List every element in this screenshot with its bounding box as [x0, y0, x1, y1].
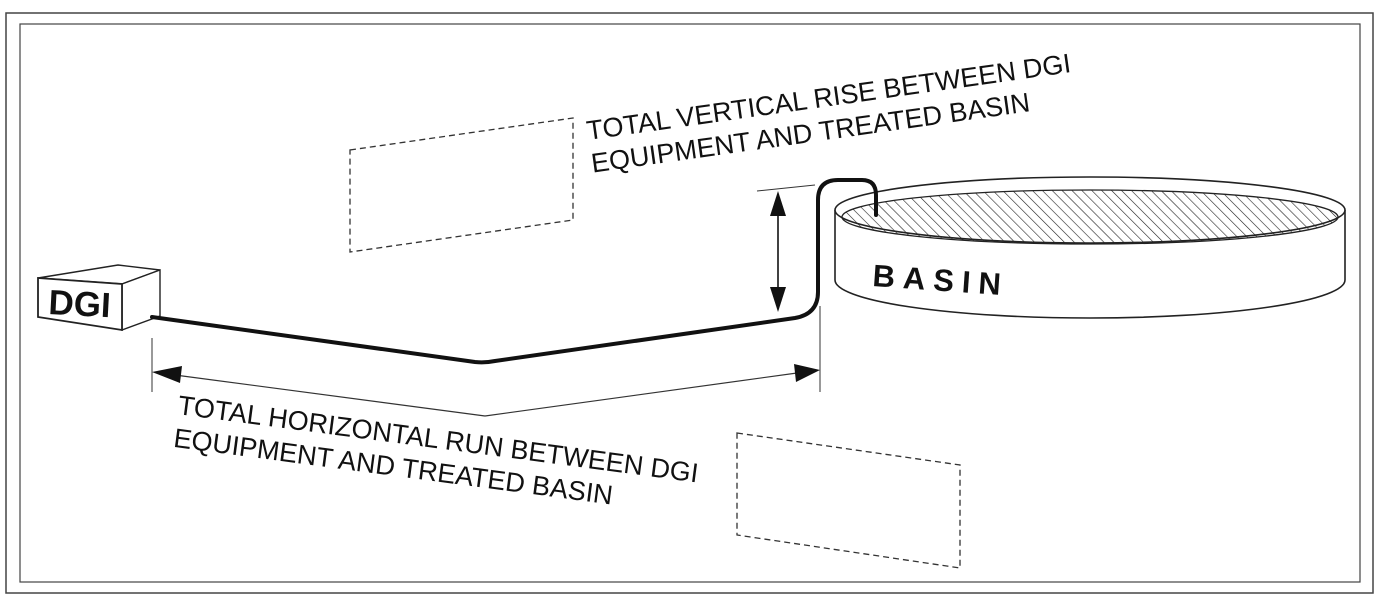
dgi-unit-label: DGI	[48, 283, 112, 325]
vertical-rise-label: TOTAL VERTICAL RISE BETWEEN DGI EQUIPMEN…	[585, 48, 1073, 178]
horizontal-run-dimension	[151, 306, 821, 417]
basin-tank	[834, 176, 1346, 319]
discharge-pipe	[150, 178, 878, 365]
dashed-placeholder-box-upper	[349, 117, 574, 253]
dashed-placeholder-box-lower	[736, 432, 961, 569]
inner-frame	[19, 23, 1361, 583]
outer-frame	[5, 12, 1374, 594]
dgi-unit	[37, 264, 161, 332]
vertical-rise-dimension	[756, 184, 816, 312]
